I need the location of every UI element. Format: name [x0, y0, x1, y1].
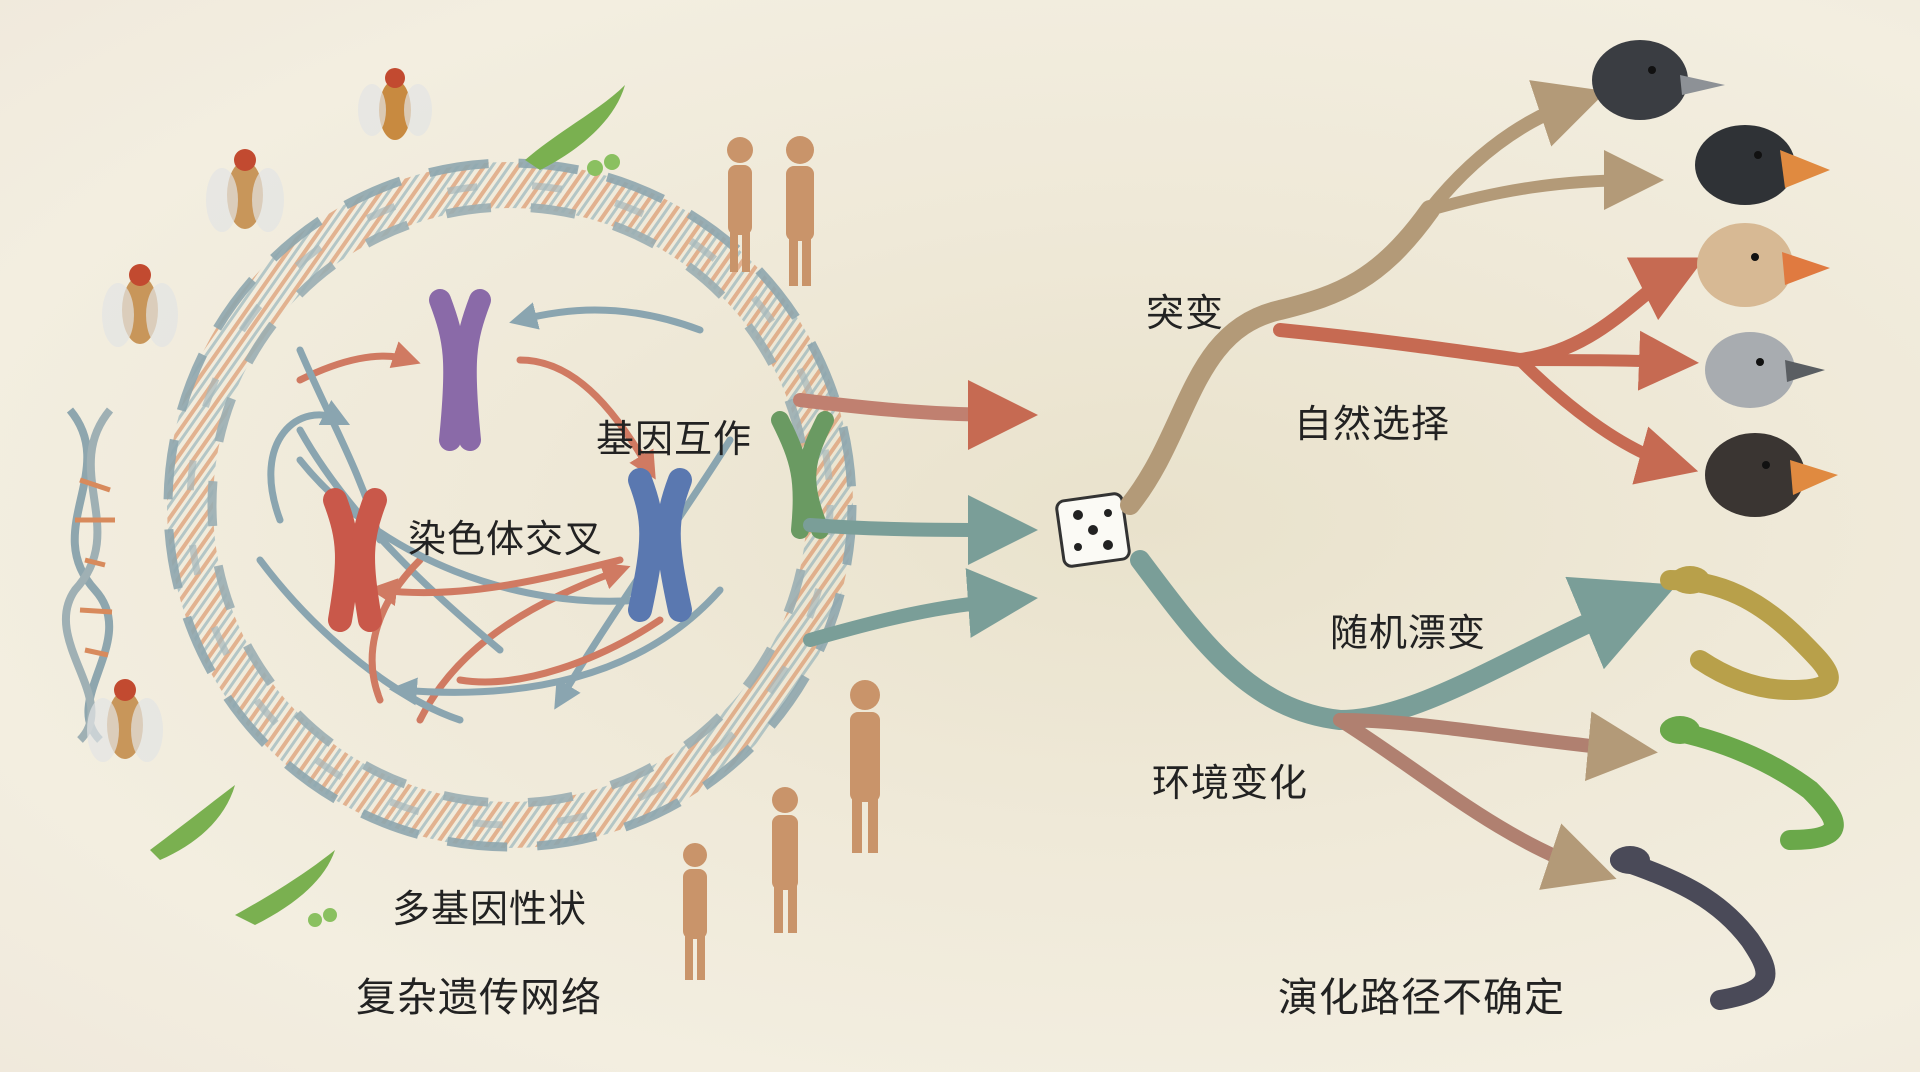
fruit-fly-4	[87, 679, 163, 762]
pea-pod-3	[235, 850, 337, 927]
chromosome-red	[323, 488, 387, 632]
flow-arrows-to-dice	[793, 379, 1038, 647]
fruit-fly-1	[358, 68, 432, 140]
chromosome-green	[771, 411, 834, 539]
dice-icon	[1055, 492, 1131, 568]
label-environment-change: 环境变化	[1152, 761, 1309, 805]
dna-strand-left	[61, 407, 115, 743]
evolution-tree	[1120, 80, 1706, 890]
label-polygenic: 多基因性状	[392, 887, 588, 931]
label-mutation: 突变	[1146, 291, 1225, 335]
label-genetic-drift: 随机漂变	[1330, 611, 1487, 655]
human-2	[772, 787, 798, 933]
finch-1	[1592, 40, 1725, 120]
chromosome-purple	[429, 289, 491, 451]
finch-3	[1697, 223, 1830, 307]
pea-pod-2	[150, 785, 235, 860]
lizard-green	[1660, 716, 1844, 850]
human-3	[683, 843, 707, 980]
pea-pod-1	[525, 85, 625, 176]
fruit-fly-2	[206, 149, 284, 232]
human-1	[850, 680, 880, 853]
label-evolution-title: 演化路径不确定	[1278, 975, 1565, 1021]
lizard-yellow	[1660, 566, 1839, 701]
label-crossover: 染色体交叉	[408, 517, 604, 561]
finch-4	[1705, 332, 1825, 408]
lizard-dark	[1610, 846, 1776, 1010]
label-network-title: 复杂遗传网络	[356, 975, 602, 1021]
fruit-fly-3	[102, 264, 178, 347]
finch-2	[1695, 125, 1830, 205]
label-gene-interaction: 基因互作	[596, 417, 753, 461]
finch-5	[1705, 433, 1838, 517]
human-pair	[727, 136, 814, 286]
chromosome-blue	[628, 468, 692, 622]
label-natural-selection: 自然选择	[1294, 402, 1451, 446]
